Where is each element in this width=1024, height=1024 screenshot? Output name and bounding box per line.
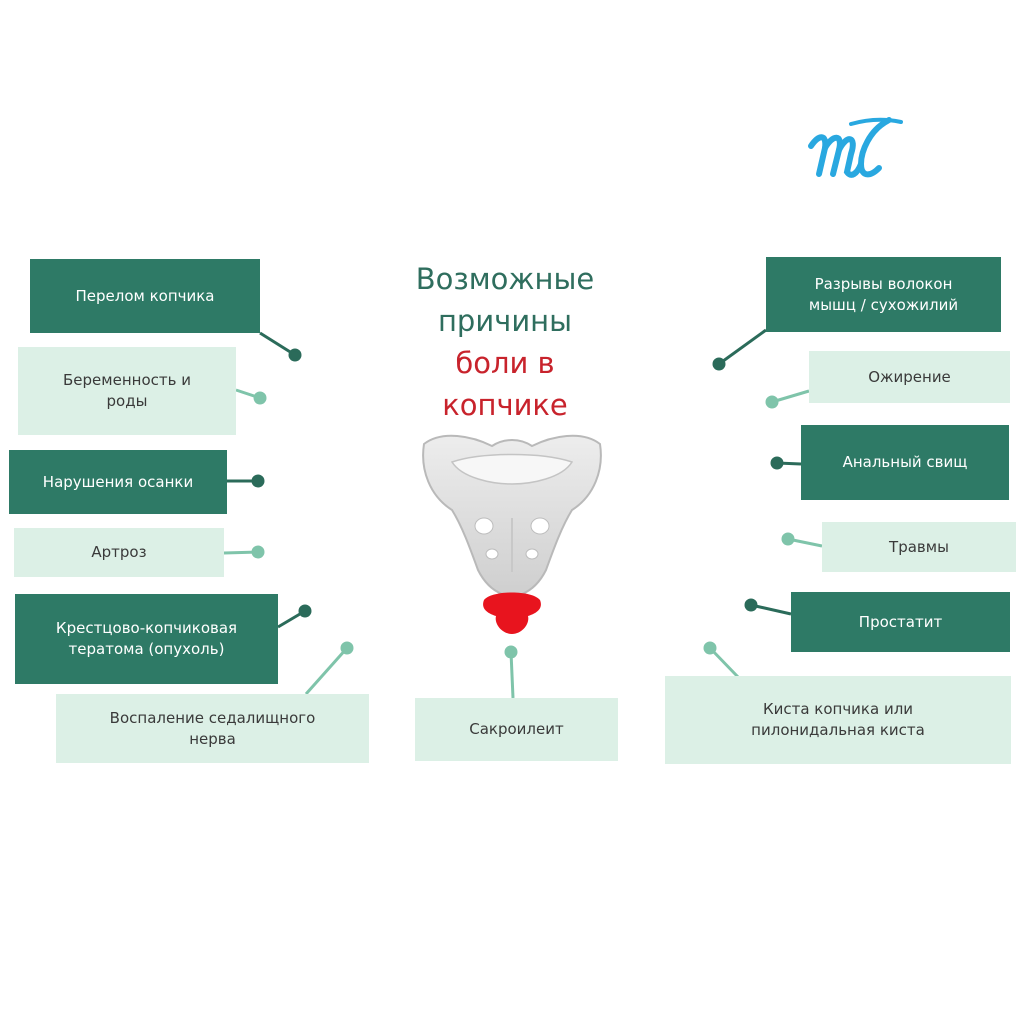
cause-sacroiliitis: Сакроилеит [415,698,618,761]
coccyx-highlight [483,592,541,634]
cause-sciatic-nerve-inflammation: Воспаление седалищного нерва [56,694,369,763]
cause-injuries: Травмы [822,522,1016,572]
diagram-title: Возможные причины боли в копчике [395,258,615,426]
cause-obesity: Ожирение [809,351,1010,403]
cause-pilonidal-cyst: Киста копчика или пилонидальная киста [665,676,1011,764]
ml-logo [808,117,903,178]
sacrum-coccyx-illustration [422,434,602,634]
title-line-3: боли в [455,346,555,380]
cause-pregnancy-childbirth: Беременность и роды [18,347,236,435]
cause-muscle-tendon-rupture: Разрывы волокон мышц / сухожилий [766,257,1001,332]
title-line-2: причины [437,304,573,338]
title-line-4: копчике [442,388,568,422]
cause-anal-fistula: Анальный свищ [801,425,1009,500]
title-line-1: Возможные [415,262,595,296]
cause-sacrococcygeal-teratoma: Крестцово-копчиковая тератома (опухоль) [15,594,278,684]
cause-coccyx-fracture: Перелом копчика [30,259,260,333]
cause-prostatitis: Простатит [791,592,1010,652]
cause-arthrosis: Артроз [14,528,224,577]
cause-posture-disorders: Нарушения осанки [9,450,227,514]
